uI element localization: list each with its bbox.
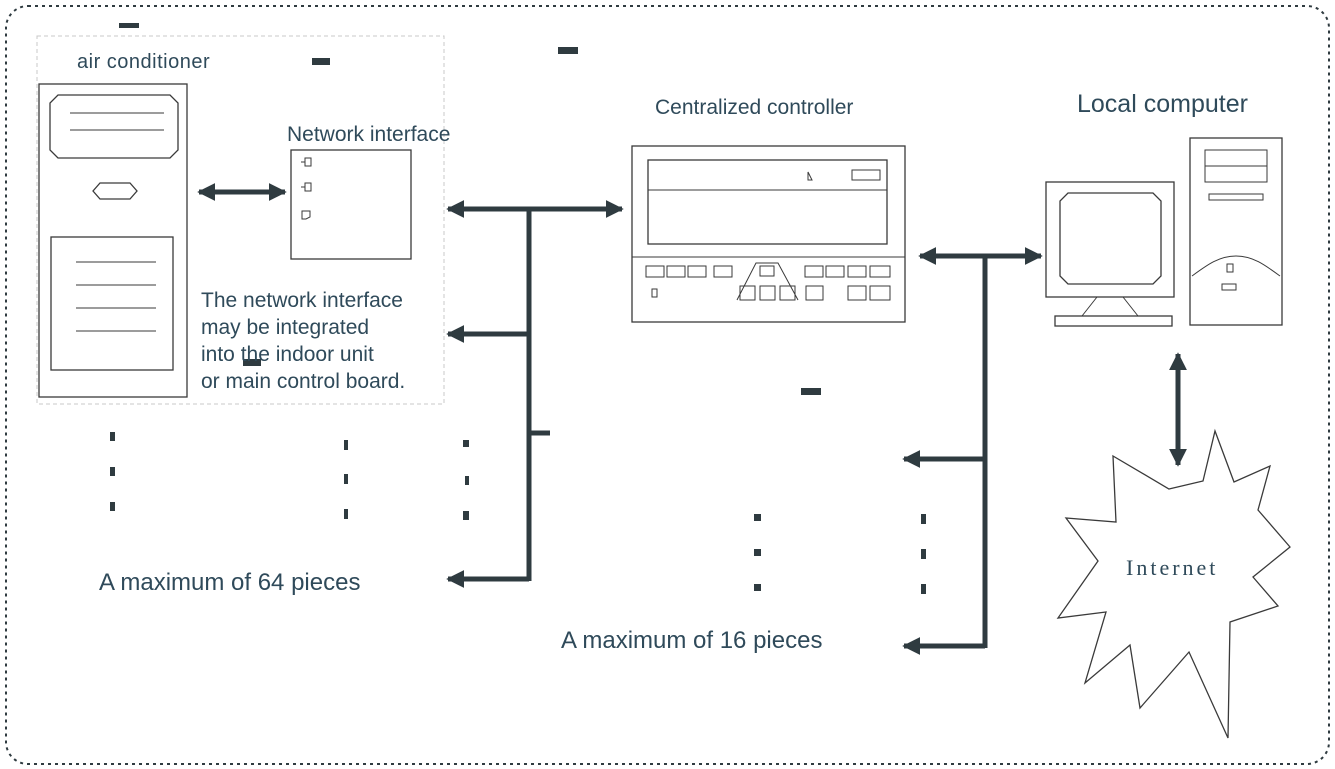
- network-interface-label: Network interface: [287, 123, 450, 146]
- stray-mark: [558, 47, 578, 54]
- centralized-controller-icon: [631, 145, 906, 323]
- air-conditioner-label: air conditioner: [77, 51, 210, 73]
- stray-mark: [801, 388, 821, 395]
- continuation-dots: [754, 514, 926, 594]
- internet-icon: [1056, 428, 1291, 739]
- air-conditioner-icon: [38, 83, 188, 398]
- internet-label: Internet: [1126, 555, 1218, 580]
- outer-frame: [5, 5, 1330, 765]
- max-16-label: A maximum of 16 pieces: [561, 627, 822, 654]
- integration-note-line: into the indoor unit: [201, 343, 374, 366]
- continuation-dots: [110, 432, 469, 520]
- local-computer-icon: [1045, 137, 1283, 327]
- indoor-bus: [446, 200, 624, 588]
- centralized-controller-label: Centralized controller: [655, 96, 853, 119]
- max-64-label: A maximum of 64 pieces: [99, 569, 360, 596]
- stray-mark: [243, 359, 261, 366]
- controller-bus: [902, 247, 1043, 655]
- local-computer-label: Local computer: [1077, 90, 1248, 118]
- integration-note-line: or main control board.: [201, 370, 405, 393]
- stray-mark: [312, 58, 330, 65]
- stray-mark: [119, 23, 139, 28]
- integration-note-line: The network interface: [201, 289, 403, 312]
- network-interface-icon: [290, 149, 412, 260]
- indoor-group-box: [36, 35, 445, 405]
- integration-note-line: may be integrated: [201, 316, 369, 339]
